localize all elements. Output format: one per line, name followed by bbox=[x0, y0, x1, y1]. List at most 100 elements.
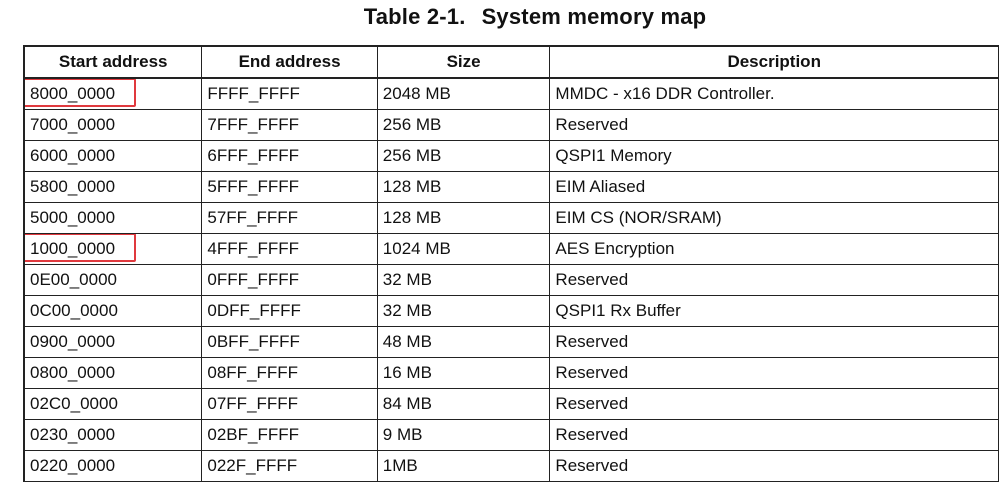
end-address-text: 57FF_FFFF bbox=[207, 208, 299, 227]
size-text: 48 MB bbox=[382, 332, 432, 351]
size-text: 128 MB bbox=[382, 177, 442, 196]
start-address-text: 02C0_0000 bbox=[30, 394, 118, 413]
start-address-text: 5000_0000 bbox=[30, 208, 116, 227]
size-cell: 32 MB bbox=[376, 264, 551, 296]
end-address-text: 0BFF_FFFF bbox=[207, 332, 300, 351]
start-address-text: 0800_0000 bbox=[30, 363, 116, 382]
table-caption: Table 2-1. System memory map bbox=[0, 4, 999, 30]
end-address-cell: FFFF_FFFF bbox=[201, 77, 378, 110]
table-row: 1000_0000 4FFF_FFFF 1024 MB AES Encryption bbox=[23, 233, 999, 265]
size-cell: 1MB bbox=[376, 450, 551, 482]
size-cell: 128 MB bbox=[376, 171, 551, 203]
table-row: 7000_0000 7FFF_FFFF 256 MB Reserved bbox=[23, 109, 999, 141]
end-address-text: FFFF_FFFF bbox=[207, 84, 300, 103]
start-address-text: 0C00_0000 bbox=[30, 301, 118, 320]
highlighted-start-address: 1000_0000 bbox=[25, 234, 137, 262]
description-text: EIM CS (NOR/SRAM) bbox=[555, 208, 722, 227]
description-cell: MMDC - x16 DDR Controller. bbox=[549, 77, 999, 110]
description-cell: QSPI1 Memory bbox=[549, 140, 999, 172]
size-text: 256 MB bbox=[382, 146, 442, 165]
size-text: 32 MB bbox=[382, 301, 432, 320]
description-cell: Reserved bbox=[549, 388, 999, 420]
end-address-text: 08FF_FFFF bbox=[207, 363, 299, 382]
start-address-text: 0220_0000 bbox=[30, 456, 116, 475]
end-address-cell: 57FF_FFFF bbox=[201, 202, 378, 234]
size-cell: 256 MB bbox=[376, 109, 551, 141]
description-cell: Reserved bbox=[549, 450, 999, 482]
start-address-cell: 8000_0000 bbox=[23, 77, 203, 110]
start-address-text: 6000_0000 bbox=[30, 146, 116, 165]
size-cell: 1024 MB bbox=[376, 233, 551, 265]
size-text: 128 MB bbox=[382, 208, 442, 227]
end-address-text: 4FFF_FFFF bbox=[207, 239, 299, 258]
size-text: 16 MB bbox=[382, 363, 432, 382]
description-cell: Reserved bbox=[549, 109, 999, 141]
size-cell: 2048 MB bbox=[376, 77, 551, 110]
end-address-cell: 7FFF_FFFF bbox=[201, 109, 378, 141]
description-cell: Reserved bbox=[549, 326, 999, 358]
start-address-text: 5800_0000 bbox=[30, 177, 116, 196]
table-row: 0C00_0000 0DFF_FFFF 32 MB QSPI1 Rx Buffer bbox=[23, 295, 999, 327]
end-address-text: 5FFF_FFFF bbox=[207, 177, 299, 196]
description-text: Reserved bbox=[555, 456, 629, 475]
end-address-cell: 022F_FFFF bbox=[201, 450, 378, 482]
description-text: MMDC - x16 DDR Controller. bbox=[555, 84, 775, 103]
size-text: 9 MB bbox=[382, 425, 423, 444]
start-address-cell: 0220_0000 bbox=[23, 450, 203, 482]
description-text: Reserved bbox=[555, 332, 629, 351]
column-header-start-address: Start address bbox=[23, 45, 203, 79]
size-cell: 48 MB bbox=[376, 326, 551, 358]
end-address-cell: 02BF_FFFF bbox=[201, 419, 378, 451]
size-cell: 128 MB bbox=[376, 202, 551, 234]
end-address-cell: 08FF_FFFF bbox=[201, 357, 378, 389]
description-text: AES Encryption bbox=[555, 239, 675, 258]
table-title: System memory map bbox=[481, 4, 707, 29]
column-header-description: Description bbox=[549, 45, 999, 79]
description-text: EIM Aliased bbox=[555, 177, 646, 196]
size-text: 1MB bbox=[382, 456, 418, 475]
size-cell: 32 MB bbox=[376, 295, 551, 327]
size-text: 84 MB bbox=[382, 394, 432, 413]
end-address-text: 0FFF_FFFF bbox=[207, 270, 299, 289]
description-text: QSPI1 Rx Buffer bbox=[555, 301, 681, 320]
description-text: Reserved bbox=[555, 394, 629, 413]
header-row: Start address End address Size Descripti… bbox=[23, 45, 999, 79]
table-number: Table 2-1. bbox=[363, 4, 466, 29]
size-text: 1024 MB bbox=[382, 239, 451, 258]
end-address-text: 7FFF_FFFF bbox=[207, 115, 299, 134]
start-address-cell: 5000_0000 bbox=[23, 202, 203, 234]
start-address-cell: 0E00_0000 bbox=[23, 264, 203, 296]
start-address-cell: 0800_0000 bbox=[23, 357, 203, 389]
end-address-text: 0DFF_FFFF bbox=[207, 301, 301, 320]
start-address-cell: 0230_0000 bbox=[23, 419, 203, 451]
size-text: 256 MB bbox=[382, 115, 442, 134]
start-address-text: 0230_0000 bbox=[30, 425, 116, 444]
size-cell: 84 MB bbox=[376, 388, 551, 420]
size-cell: 16 MB bbox=[376, 357, 551, 389]
end-address-cell: 5FFF_FFFF bbox=[201, 171, 378, 203]
table-row: 6000_0000 6FFF_FFFF 256 MB QSPI1 Memory bbox=[23, 140, 999, 172]
end-address-cell: 6FFF_FFFF bbox=[201, 140, 378, 172]
start-address-text: 7000_0000 bbox=[30, 115, 116, 134]
end-address-text: 022F_FFFF bbox=[207, 456, 298, 475]
end-address-text: 6FFF_FFFF bbox=[207, 146, 299, 165]
memory-map-table: Start address End address Size Descripti… bbox=[23, 45, 999, 482]
start-address-cell: 7000_0000 bbox=[23, 109, 203, 141]
end-address-cell: 4FFF_FFFF bbox=[201, 233, 378, 265]
start-address-cell: 5800_0000 bbox=[23, 171, 203, 203]
table-row: 8000_0000 FFFF_FFFF 2048 MB MMDC - x16 DDR … bbox=[23, 77, 999, 110]
description-cell: EIM Aliased bbox=[549, 171, 999, 203]
size-cell: 9 MB bbox=[376, 419, 551, 451]
highlighted-start-address: 8000_0000 bbox=[25, 78, 137, 107]
size-text: 2048 MB bbox=[382, 84, 451, 103]
table-row: 5800_0000 5FFF_FFFF 128 MB EIM Aliased bbox=[23, 171, 999, 203]
column-header-end-address: End address bbox=[201, 45, 378, 79]
end-address-cell: 07FF_FFFF bbox=[201, 388, 378, 420]
description-cell: QSPI1 Rx Buffer bbox=[549, 295, 999, 327]
table-row: 5000_0000 57FF_FFFF 128 MB EIM CS (NOR/SRAM… bbox=[23, 202, 999, 234]
description-cell: EIM CS (NOR/SRAM) bbox=[549, 202, 999, 234]
